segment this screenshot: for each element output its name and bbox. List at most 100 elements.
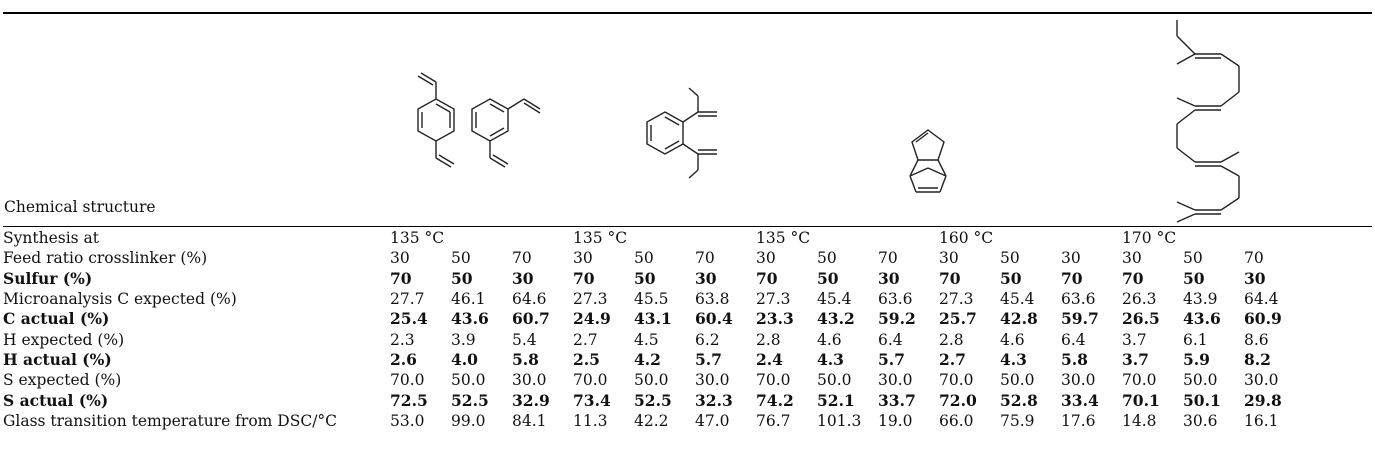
table-cell: 70.0 [573,371,608,390]
table-cell: 30.0 [512,371,547,390]
table-row: Feed ratio crosslinker (%) 30 50 70 30 50 70 30… [3,248,1305,268]
composition-table: Synthesis at 135 °C 135 °C 135 °C 160 °C… [3,228,1305,431]
table-cell: 70 [1244,249,1264,268]
table-cell: 50.0 [1000,371,1035,390]
divinylbenzene-structure-icon [408,52,593,212]
table-cell: 2.8 [756,330,781,349]
table-cell: 70 [1122,268,1144,288]
row-label: S actual (%) [3,390,109,410]
table-cell: 50 [1000,249,1020,268]
table-cell: 5.4 [512,330,537,349]
table-cell: 23.3 [756,309,794,329]
table-cell: 50 [1183,249,1203,268]
dicyclopentadiene-structure-icon [900,100,990,220]
table-cell: 70.0 [1122,371,1157,390]
table-cell: 50.1 [1183,390,1221,410]
table-cell: 50 [451,268,473,288]
table-cell: 29.8 [1244,390,1282,410]
row-label: S expected (%) [3,371,122,390]
table-cell: 45.5 [634,290,669,309]
table-cell: 70 [878,249,898,268]
table-cell: 5.7 [878,349,905,369]
table-cell: 33.4 [1061,390,1099,410]
table-cell: 30.0 [878,371,913,390]
row-label: H actual (%) [3,349,112,369]
table-cell: 27.7 [390,290,425,309]
table-cell: 64.6 [512,290,547,309]
table-cell: 50.0 [1183,371,1218,390]
table-cell: 50 [634,249,654,268]
table-cell: 30 [695,268,717,288]
table-cell: 70 [1061,268,1083,288]
table-cell: 26.3 [1122,290,1157,309]
table-cell: 3.7 [1122,349,1149,369]
table-cell: 99.0 [451,411,486,430]
table-cell: 5.9 [1183,349,1210,369]
table-cell: 46.1 [451,290,486,309]
table-cell: 17.6 [1061,411,1096,430]
row-label: Synthesis at [3,229,100,248]
table-cell: 45.4 [817,290,852,309]
table-cell: 6.4 [1061,330,1086,349]
table-cell: 2.6 [390,349,417,369]
row-label: Feed ratio crosslinker (%) [3,249,208,268]
table-cell: 4.6 [817,330,842,349]
table-cell: 4.2 [634,349,661,369]
table-cell: 4.0 [451,349,478,369]
table-cell: 30 [1122,249,1142,268]
table-cell: 2.8 [939,330,964,349]
table-cell: 30.0 [695,371,730,390]
table-cell: 11.3 [573,411,608,430]
table-cell: 50 [817,249,837,268]
table-cell: 30 [573,249,593,268]
table-cell: 42.2 [634,411,669,430]
table-cell: 4.5 [634,330,659,349]
table-cell: 4.6 [1000,330,1025,349]
table-cell: 43.6 [451,309,489,329]
table-cell: 2.5 [573,349,600,369]
table-cell: 2.3 [390,330,415,349]
table-cell: 43.9 [1183,290,1218,309]
table-cell: 30.0 [1244,371,1279,390]
synthesis-temp: 135 °C [573,229,628,248]
table-cell: 52.5 [451,390,489,410]
table-cell: 14.8 [1122,411,1157,430]
table-cell: 16.1 [1244,411,1279,430]
table-cell: 3.9 [451,330,476,349]
table-cell: 3.7 [1122,330,1147,349]
table-cell: 70.0 [756,371,791,390]
table-cell: 70.0 [939,371,974,390]
table-cell: 4.3 [1000,349,1027,369]
table-cell: 59.2 [878,309,916,329]
table-cell: 50.0 [817,371,852,390]
header-divider [3,226,1372,227]
table-cell: 33.7 [878,390,916,410]
row-label: Glass transition temperature from DSC/°C [3,411,338,430]
table-cell: 42.8 [1000,309,1038,329]
table-cell: 30 [512,268,534,288]
table-cell: 70 [756,268,778,288]
table-cell: 2.7 [939,349,966,369]
table-cell: 63.8 [695,290,730,309]
table-cell: 32.9 [512,390,550,410]
table-cell: 27.3 [939,290,974,309]
row-label: Sulfur (%) [3,268,93,288]
table-cell: 70 [573,268,595,288]
table-cell: 101.3 [817,411,862,430]
synthesis-temp: 135 °C [390,229,445,248]
table-cell: 50 [634,268,656,288]
synthesis-temp: 170 °C [1122,229,1177,248]
table-cell: 70.0 [390,371,425,390]
synthesis-temp: 160 °C [939,229,994,248]
table-cell: 32.3 [695,390,733,410]
table-cell: 30 [878,268,900,288]
table-cell: 50 [451,249,471,268]
table-cell: 4.3 [817,349,844,369]
table-cell: 76.7 [756,411,791,430]
table-cell: 30 [939,249,959,268]
table-cell: 72.5 [390,390,428,410]
table-cell: 63.6 [1061,290,1096,309]
